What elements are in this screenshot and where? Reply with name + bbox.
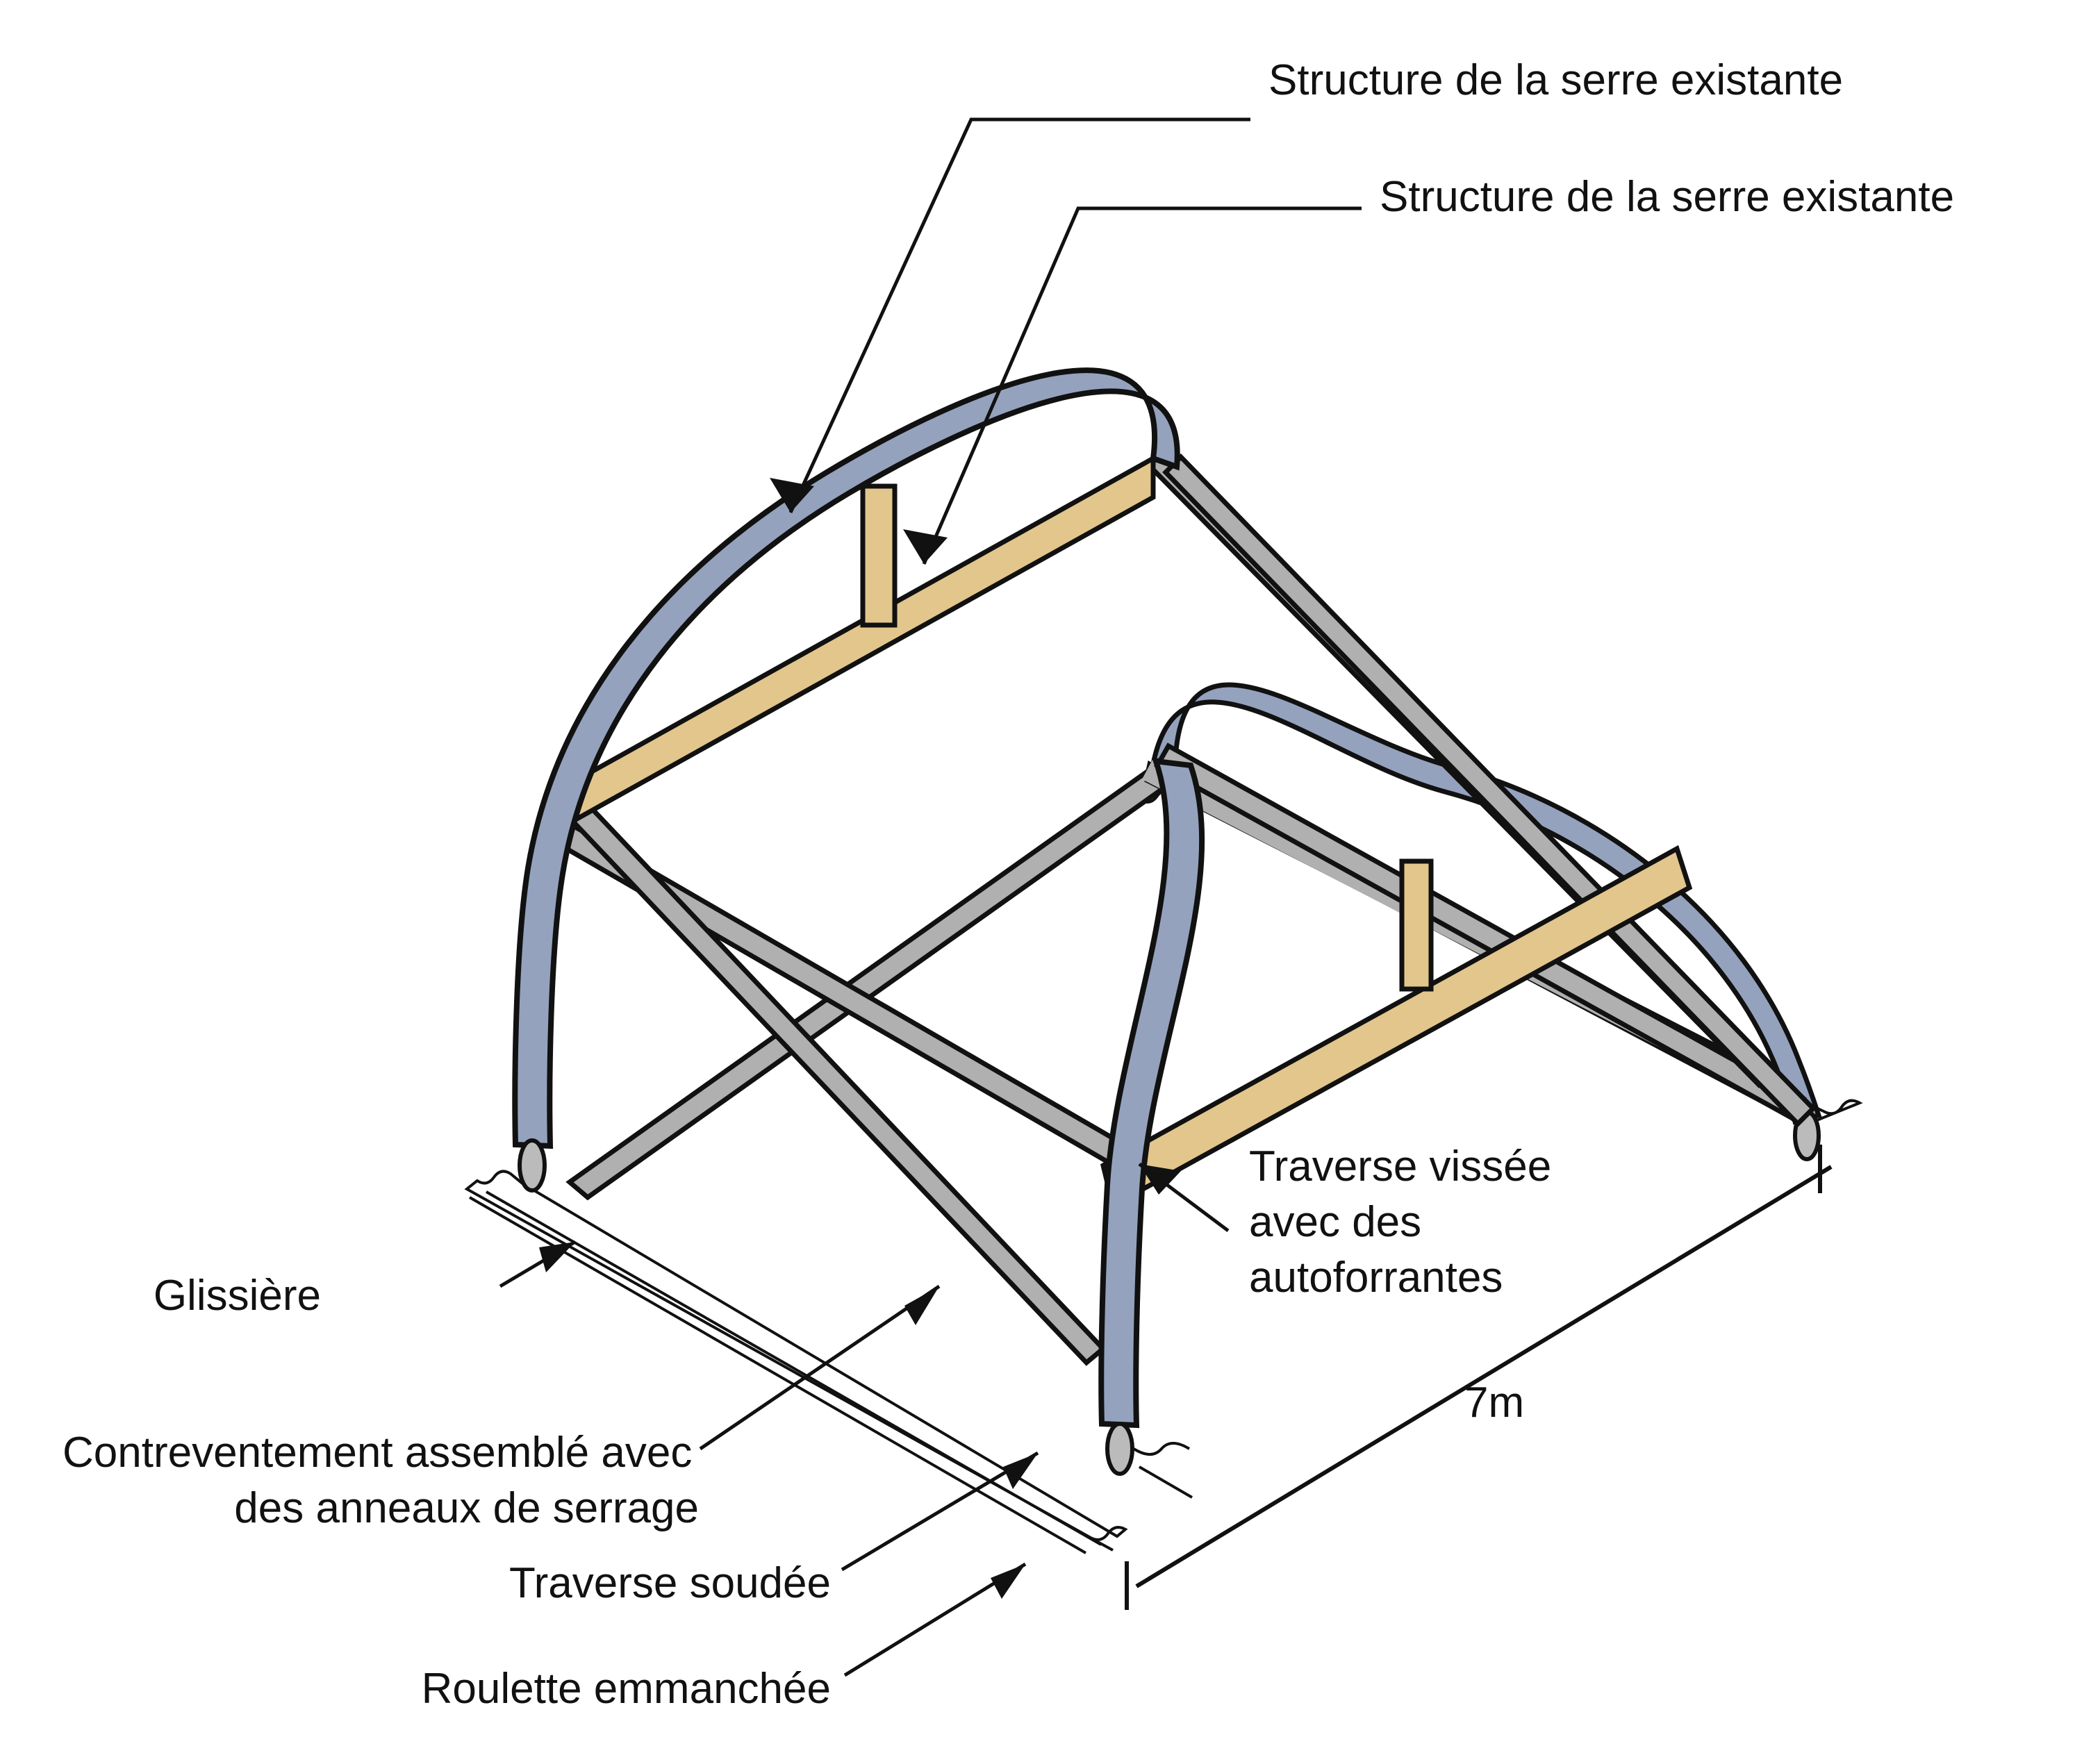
leader-roulette [843, 1562, 1027, 1677]
leader-structure-1 [770, 117, 1250, 514]
label-dimension-7m: 7m [1464, 1379, 1524, 1427]
label-contreventement-1: Contreventement assemblé avec [63, 1429, 692, 1477]
dimension-7m [1125, 1145, 1833, 1610]
traverse-soudee-member [1069, 1525, 1114, 1552]
arch-front-right [1098, 758, 1205, 1429]
arch-back [1150, 682, 1822, 1125]
label-roulette: Roulette emmanchée [422, 1665, 831, 1713]
brace-diagonal-8 [1162, 454, 1817, 1127]
leader-structure-2 [903, 206, 1362, 565]
label-traverse-vissee-2: avec des [1249, 1198, 1421, 1246]
post-vertical-back [1399, 858, 1434, 992]
leader-glissiere [499, 1240, 577, 1288]
label-traverse-vissee-1: Traverse vissée [1249, 1143, 1551, 1190]
leader-traverse-soudee [841, 1451, 1039, 1572]
label-glissiere: Glissière [154, 1272, 321, 1320]
label-traverse-vissee-3: autoforrantes [1249, 1254, 1503, 1302]
caster-front-right [1105, 1422, 1134, 1476]
leader-traverse-vissee [1138, 1163, 1230, 1232]
leader-contreventement [699, 1284, 941, 1451]
label-traverse-soudee: Traverse soudée [509, 1559, 831, 1607]
caster-front-left [518, 1138, 547, 1193]
label-structure-existante-1: Structure de la serre existante [1268, 56, 1843, 104]
label-structure-existante-2: Structure de la serre existante [1380, 173, 1954, 221]
post-vertical-left [860, 483, 898, 628]
label-contreventement-2: des anneaux de serrage [234, 1484, 699, 1532]
